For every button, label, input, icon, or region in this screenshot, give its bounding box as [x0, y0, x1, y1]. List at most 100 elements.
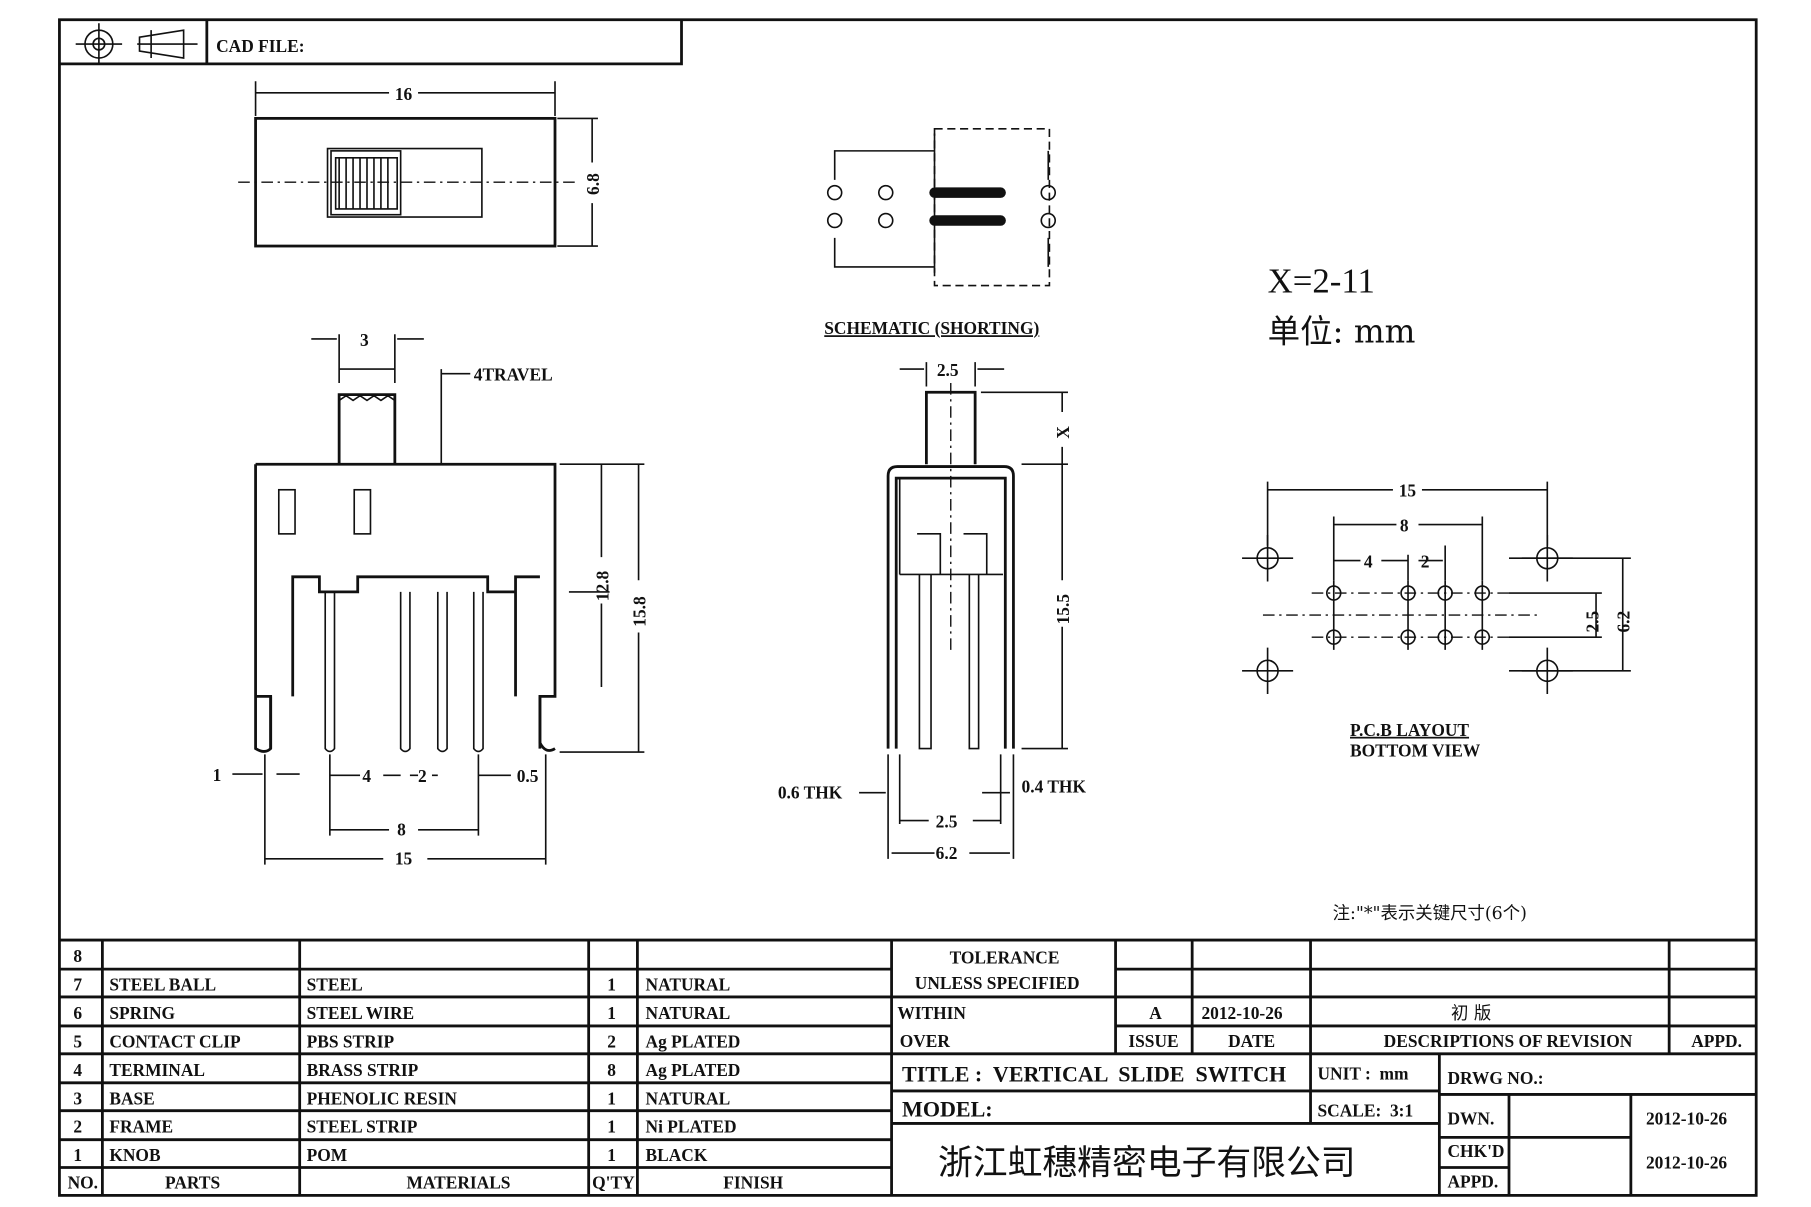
bom-cell-parts: BASE	[109, 1088, 154, 1108]
pcb-dim-15: 15	[1399, 481, 1417, 501]
side-dim-6-2: 6.2	[936, 843, 958, 863]
thk-0-6: 0.6 THK	[778, 782, 843, 802]
bom-cell-materials: BRASS STRIP	[307, 1060, 419, 1080]
schematic-shorting: SCHEMATIC (SHORTING)	[824, 128, 1057, 338]
bom-cell-finish: NATURAL	[646, 1003, 731, 1023]
pcb-dim-6-2: 6.2	[1614, 611, 1634, 633]
dim-15: 15	[395, 849, 413, 869]
drawing-border	[58, 18, 1758, 1197]
checked-label: CHK'D	[1447, 1141, 1504, 1161]
side-dim-2-5-bottom: 2.5	[936, 811, 958, 831]
revision-description: 初 版	[1451, 1004, 1491, 1024]
bom-cell-no: 8	[73, 946, 82, 966]
over-label: OVER	[900, 1031, 951, 1051]
pcb-layout: 15 8 4 2 2.5 6.2 P.C.B LAYOUT BOTTOM VIE…	[1242, 481, 1634, 761]
bom-cell-qty: 1	[607, 1145, 616, 1165]
side-view: 2.5 X 15.5 0.6 THK 0.4 THK 2.5 6.2	[778, 360, 1087, 863]
bom-cell-parts: STEEL BALL	[109, 975, 216, 995]
header-appd: APPD.	[1691, 1031, 1742, 1051]
bom-cell-finish: BLACK	[646, 1145, 708, 1165]
dim-0-5: 0.5	[517, 766, 539, 786]
bom-cell-materials: PBS STRIP	[307, 1031, 395, 1051]
bom-cell-no: 7	[73, 975, 82, 995]
title-block: TOLERANCE UNLESS SPECIFIED WITHIN OVER A…	[891, 940, 1757, 1196]
first-angle-projection-icon	[75, 23, 198, 65]
dim-12-8: 12.8	[592, 570, 612, 601]
bom-row: 4 TERMINAL BRASS STRIP 8 Ag PLATED	[73, 1060, 740, 1080]
header-qty: Q'TY	[592, 1172, 635, 1192]
dim-1: 1	[213, 765, 222, 785]
dim-8: 8	[397, 820, 406, 840]
pcb-dim-2-5: 2.5	[1582, 610, 1602, 632]
bom-cell-materials: STEEL WIRE	[307, 1003, 414, 1023]
dim-15-8: 15.8	[630, 596, 650, 627]
bom-cell-qty: 8	[607, 1060, 616, 1080]
bom-cell-materials: STEEL STRIP	[307, 1117, 418, 1137]
bom-cell-no: 5	[73, 1031, 82, 1051]
pcb-bottom-view-label: BOTTOM VIEW	[1350, 741, 1481, 761]
header-materials: MATERIALS	[406, 1172, 510, 1192]
header-date: DATE	[1228, 1031, 1275, 1051]
bom-cell-materials: STEEL	[307, 975, 363, 995]
header-descriptions: DESCRIPTIONS OF REVISION	[1384, 1031, 1633, 1051]
pcb-dim-2: 2	[1421, 552, 1430, 572]
top-view: 16 6.8	[238, 81, 603, 248]
pcb-layout-label: P.C.B LAYOUT	[1350, 720, 1469, 740]
company-name: 浙江虹穗精密电子有限公司	[938, 1144, 1356, 1184]
bom-cell-no: 1	[73, 1145, 82, 1165]
revision-issue: A	[1149, 1003, 1162, 1023]
bom-cell-materials: POM	[307, 1145, 348, 1165]
unit-field: UNIT : mm	[1318, 1063, 1409, 1083]
bom-cell-parts: FRAME	[109, 1117, 173, 1137]
drawn-label: DWN.	[1447, 1109, 1494, 1129]
thk-0-4: 0.4 THK	[1022, 777, 1087, 797]
bom-cell-finish: Ag PLATED	[646, 1060, 741, 1080]
front-view: 3 4TRAVEL 12.8 15.8 1 4 2 0.5 8 15	[213, 330, 650, 869]
checked-date: 2012-10-26	[1646, 1153, 1727, 1173]
bom-cell-qty: 1	[607, 1117, 616, 1137]
bom-cell-finish: NATURAL	[646, 975, 731, 995]
bom-row: 1 KNOB POM 1 BLACK	[73, 1145, 707, 1165]
dim-2: 2	[418, 766, 427, 786]
bom-cell-no: 3	[73, 1088, 82, 1108]
side-dim-15-5: 15.5	[1053, 594, 1073, 625]
dim-knob-3: 3	[360, 330, 369, 350]
bom-cell-qty: 2	[607, 1031, 616, 1051]
header-no: NO.	[68, 1172, 98, 1192]
bom-cell-qty: 1	[607, 975, 616, 995]
bom-cell-parts: TERMINAL	[109, 1060, 205, 1080]
bom-cell-parts: KNOB	[109, 1145, 161, 1165]
scale-field: SCALE: 3:1	[1318, 1100, 1414, 1120]
bom-row: 7 STEEL BALL STEEL 1 NATURAL	[73, 975, 730, 995]
bom-row: 8	[73, 946, 82, 966]
key-dimensions-note: 注:"*"表示关键尺寸(6个)	[1333, 904, 1527, 924]
unless-specified-label: UNLESS SPECIFIED	[915, 973, 1080, 993]
bom-row: 5 CONTACT CLIP PBS STRIP 2 Ag PLATED	[73, 1031, 740, 1051]
cad-file-label: CAD FILE:	[216, 36, 304, 56]
tolerance-label: TOLERANCE	[950, 947, 1060, 967]
side-dim-x: X	[1053, 426, 1073, 439]
within-label: WITHIN	[897, 1003, 966, 1023]
bom-cell-finish: Ag PLATED	[646, 1031, 741, 1051]
dim-height-6-8: 6.8	[583, 173, 603, 195]
x-range-note: X=2-11	[1268, 261, 1375, 300]
bom-cell-finish: NATURAL	[646, 1088, 731, 1108]
schematic-label: SCHEMATIC (SHORTING)	[824, 318, 1039, 338]
bom-cell-no: 6	[73, 1003, 82, 1023]
drawing-title: TITLE : VERTICAL SLIDE SWITCH	[902, 1062, 1286, 1087]
dim-travel: 4TRAVEL	[474, 365, 553, 385]
dim-width-16: 16	[395, 84, 413, 104]
bom-cell-no: 4	[73, 1060, 82, 1080]
pcb-dim-8: 8	[1400, 516, 1409, 536]
bom-cell-qty: 1	[607, 1088, 616, 1108]
unit-note: 单位: mm	[1268, 312, 1416, 350]
bom-cell-parts: CONTACT CLIP	[109, 1031, 241, 1051]
bom-cell-qty: 1	[607, 1003, 616, 1023]
model-field: MODEL:	[902, 1096, 993, 1121]
header-finish: FINISH	[723, 1172, 783, 1192]
approved-label: APPD.	[1447, 1171, 1498, 1191]
header-issue: ISSUE	[1128, 1031, 1178, 1051]
